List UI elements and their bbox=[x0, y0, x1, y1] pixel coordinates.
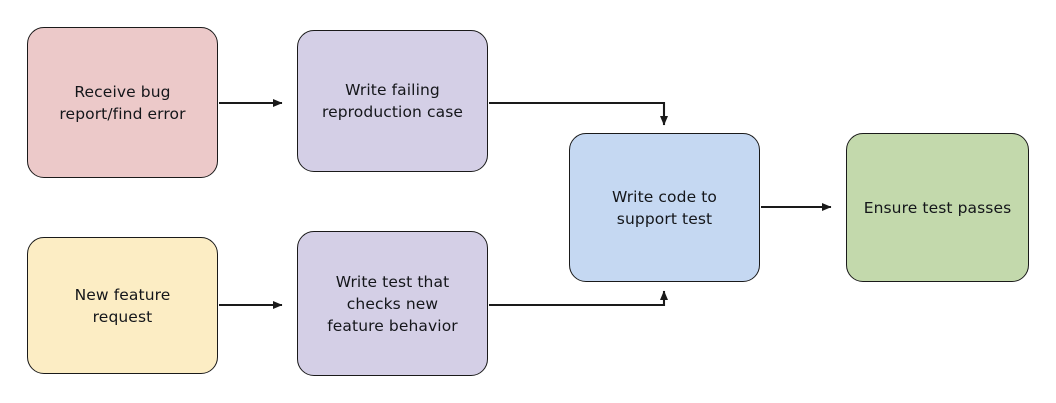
node-label: Write code to support test bbox=[611, 187, 718, 228]
node-label: Receive bug report/find error bbox=[59, 82, 186, 123]
edge-test-to-code bbox=[489, 290, 668, 307]
node-write-test-checks-new-feature[interactable]: Write test that checks new feature behav… bbox=[297, 231, 488, 376]
node-receive-bug-report[interactable]: Receive bug report/find error bbox=[27, 27, 218, 178]
node-write-code-to-support-test[interactable]: Write code to support test bbox=[569, 133, 760, 282]
node-write-failing-reproduction-case[interactable]: Write failing reproduction case bbox=[297, 30, 488, 172]
edge-repro-to-code bbox=[489, 101, 668, 126]
node-label: Write test that checks new feature behav… bbox=[327, 272, 458, 335]
node-ensure-test-passes[interactable]: Ensure test passes bbox=[846, 133, 1029, 282]
node-label: Write failing reproduction case bbox=[321, 81, 464, 121]
node-new-feature-request[interactable]: New feature request bbox=[27, 237, 218, 374]
node-label: New feature request bbox=[74, 285, 171, 326]
node-label: Ensure test passes bbox=[863, 198, 1012, 217]
